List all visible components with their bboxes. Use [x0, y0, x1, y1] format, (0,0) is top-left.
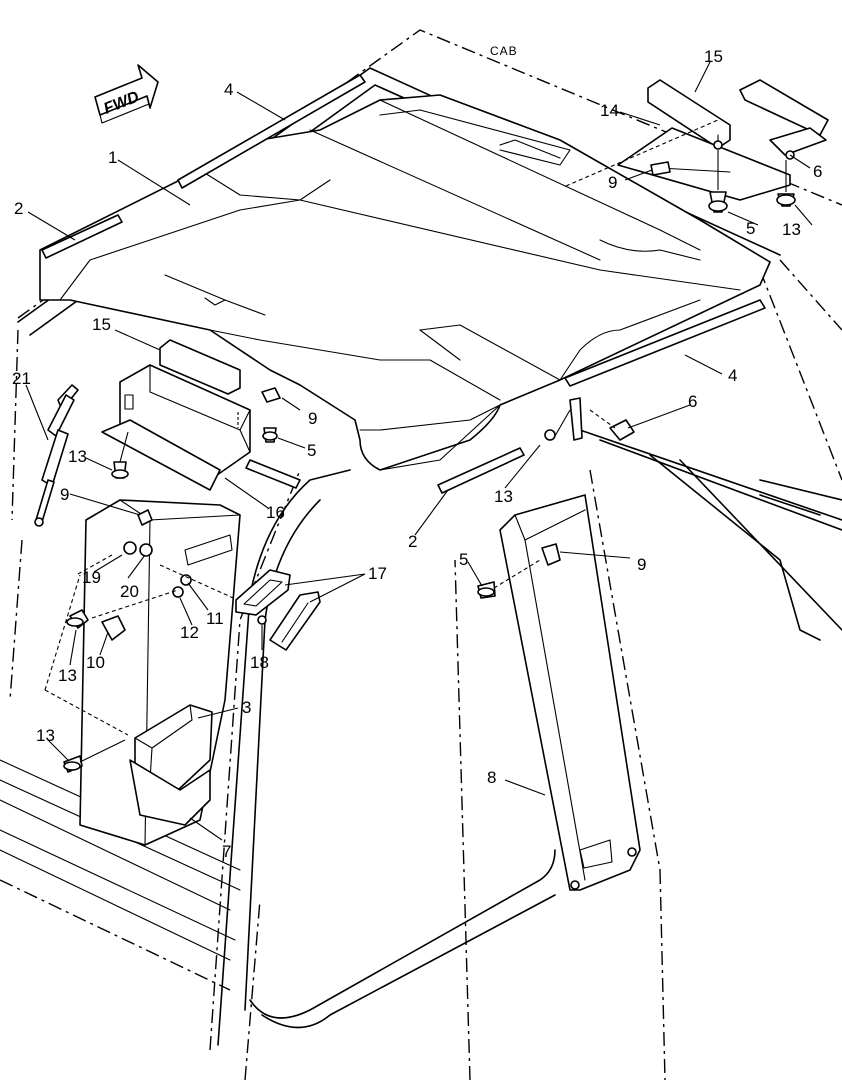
left-side-panel: [44, 499, 261, 846]
callout-21: 21: [12, 369, 31, 388]
labels: CAB 1 2 2 3 4 4 5 5 5 6 6 7 8 9 9 9 9 10…: [12, 44, 822, 861]
callout-16: 16: [266, 503, 285, 522]
callout-17: 17: [368, 564, 387, 583]
callout-15-dome: 15: [92, 315, 111, 334]
gas-strut: [34, 384, 79, 527]
callout-4-right: 4: [728, 366, 737, 385]
callout-19: 19: [82, 568, 101, 587]
forward-arrow: FWD: [94, 64, 159, 124]
leader-lines: [25, 61, 813, 841]
callout-12: 12: [180, 623, 199, 642]
callout-1: 1: [108, 148, 117, 167]
callout-9-panel: 9: [60, 485, 69, 504]
pillar-trim: [477, 409, 641, 891]
callout-5-pillar: 5: [459, 550, 468, 569]
callout-20: 20: [120, 582, 139, 601]
callout-13-top: 13: [782, 220, 801, 239]
callout-9-top: 9: [608, 173, 617, 192]
callout-2-left: 2: [14, 199, 23, 218]
callout-8: 8: [487, 768, 496, 787]
callout-2-right: 2: [408, 532, 417, 551]
callout-18: 18: [250, 653, 269, 672]
callout-10: 10: [86, 653, 105, 672]
callout-7: 7: [222, 842, 231, 861]
callout-5-dome: 5: [307, 441, 316, 460]
callout-6-top: 6: [813, 162, 822, 181]
callout-4-top: 4: [224, 80, 233, 99]
callout-9-pillar: 9: [637, 555, 646, 574]
trim-strips: [41, 74, 766, 494]
callout-3: 3: [242, 698, 251, 717]
lamp-assembly: [235, 569, 321, 651]
callout-13-bottom: 13: [36, 726, 55, 745]
callout-9-dome: 9: [308, 409, 317, 428]
callout-15-top: 15: [704, 47, 723, 66]
upper-right-bracket: [565, 79, 829, 213]
callout-14: 14: [600, 101, 619, 120]
dome-light-housing: [101, 339, 281, 491]
callout-6-latch: 6: [688, 392, 697, 411]
callout-13-panel: 13: [58, 666, 77, 685]
cab-label: CAB: [490, 44, 518, 58]
latch-bracket: [569, 397, 635, 441]
callout-13-pillar: 13: [494, 487, 513, 506]
callout-11: 11: [206, 609, 224, 628]
callout-5-top: 5: [746, 219, 755, 238]
callout-13-dome: 13: [68, 447, 87, 466]
